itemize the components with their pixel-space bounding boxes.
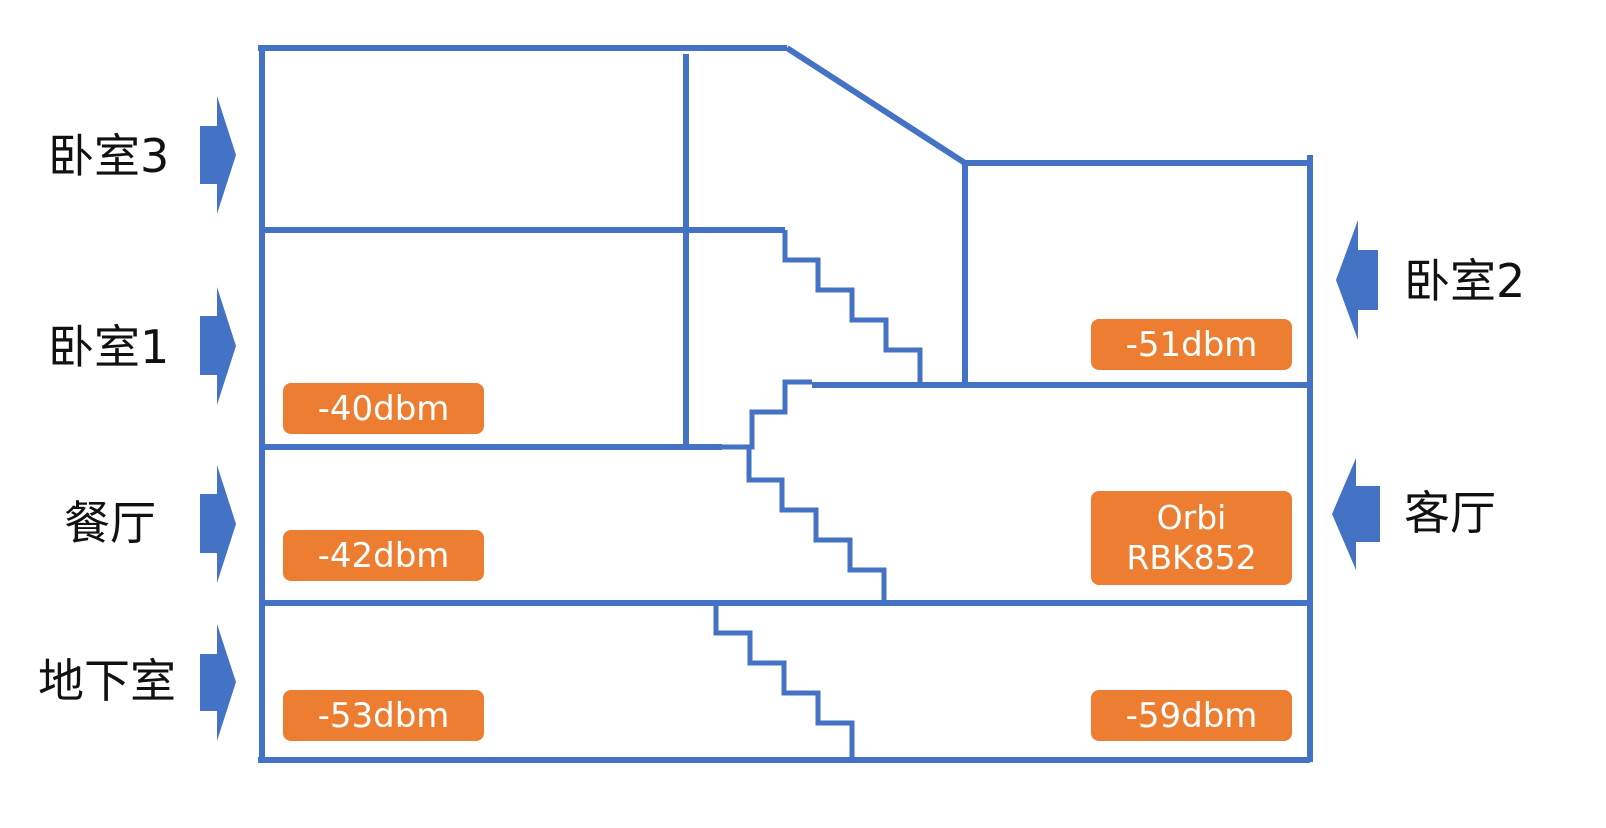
- room-label-bedroom2: 卧室2: [1404, 254, 1526, 308]
- room-label-bedroom1: 卧室1: [48, 320, 170, 374]
- room-label-dining: 餐厅: [64, 496, 156, 550]
- router-badge-living: Orbi RBK852: [1091, 491, 1292, 585]
- arrow-bedroom2-icon: [1336, 220, 1378, 340]
- stairs-middle-upper: [722, 379, 812, 450]
- arrow-bedroom1-icon: [200, 287, 236, 405]
- signal-badge-basement-right: -59dbm: [1091, 690, 1292, 741]
- roof-slope: [785, 45, 967, 166]
- router-name: Orbi: [1156, 498, 1227, 538]
- stairs-upper: [782, 230, 923, 385]
- signal-badge-bedroom1: -40dbm: [283, 383, 484, 434]
- room-label-basement: 地下室: [38, 654, 176, 708]
- arrows: [200, 96, 1380, 741]
- room-label-bedroom3: 卧室3: [48, 129, 170, 183]
- arrow-basement-icon: [200, 624, 236, 741]
- walls: [258, 45, 1313, 763]
- router-model: RBK852: [1126, 538, 1257, 577]
- room-label-living: 客厅: [1404, 486, 1496, 540]
- stairs-middle-lower: [742, 444, 887, 603]
- arrow-living-icon: [1332, 458, 1380, 570]
- stairs-lower: [682, 600, 855, 760]
- signal-badge-dining: -42dbm: [283, 530, 484, 581]
- arrow-bedroom3-icon: [200, 96, 236, 214]
- arrow-dining-icon: [200, 465, 236, 583]
- signal-badge-basement-left: -53dbm: [283, 690, 484, 741]
- stairs: [682, 230, 923, 760]
- signal-badge-bedroom2: -51dbm: [1091, 319, 1292, 370]
